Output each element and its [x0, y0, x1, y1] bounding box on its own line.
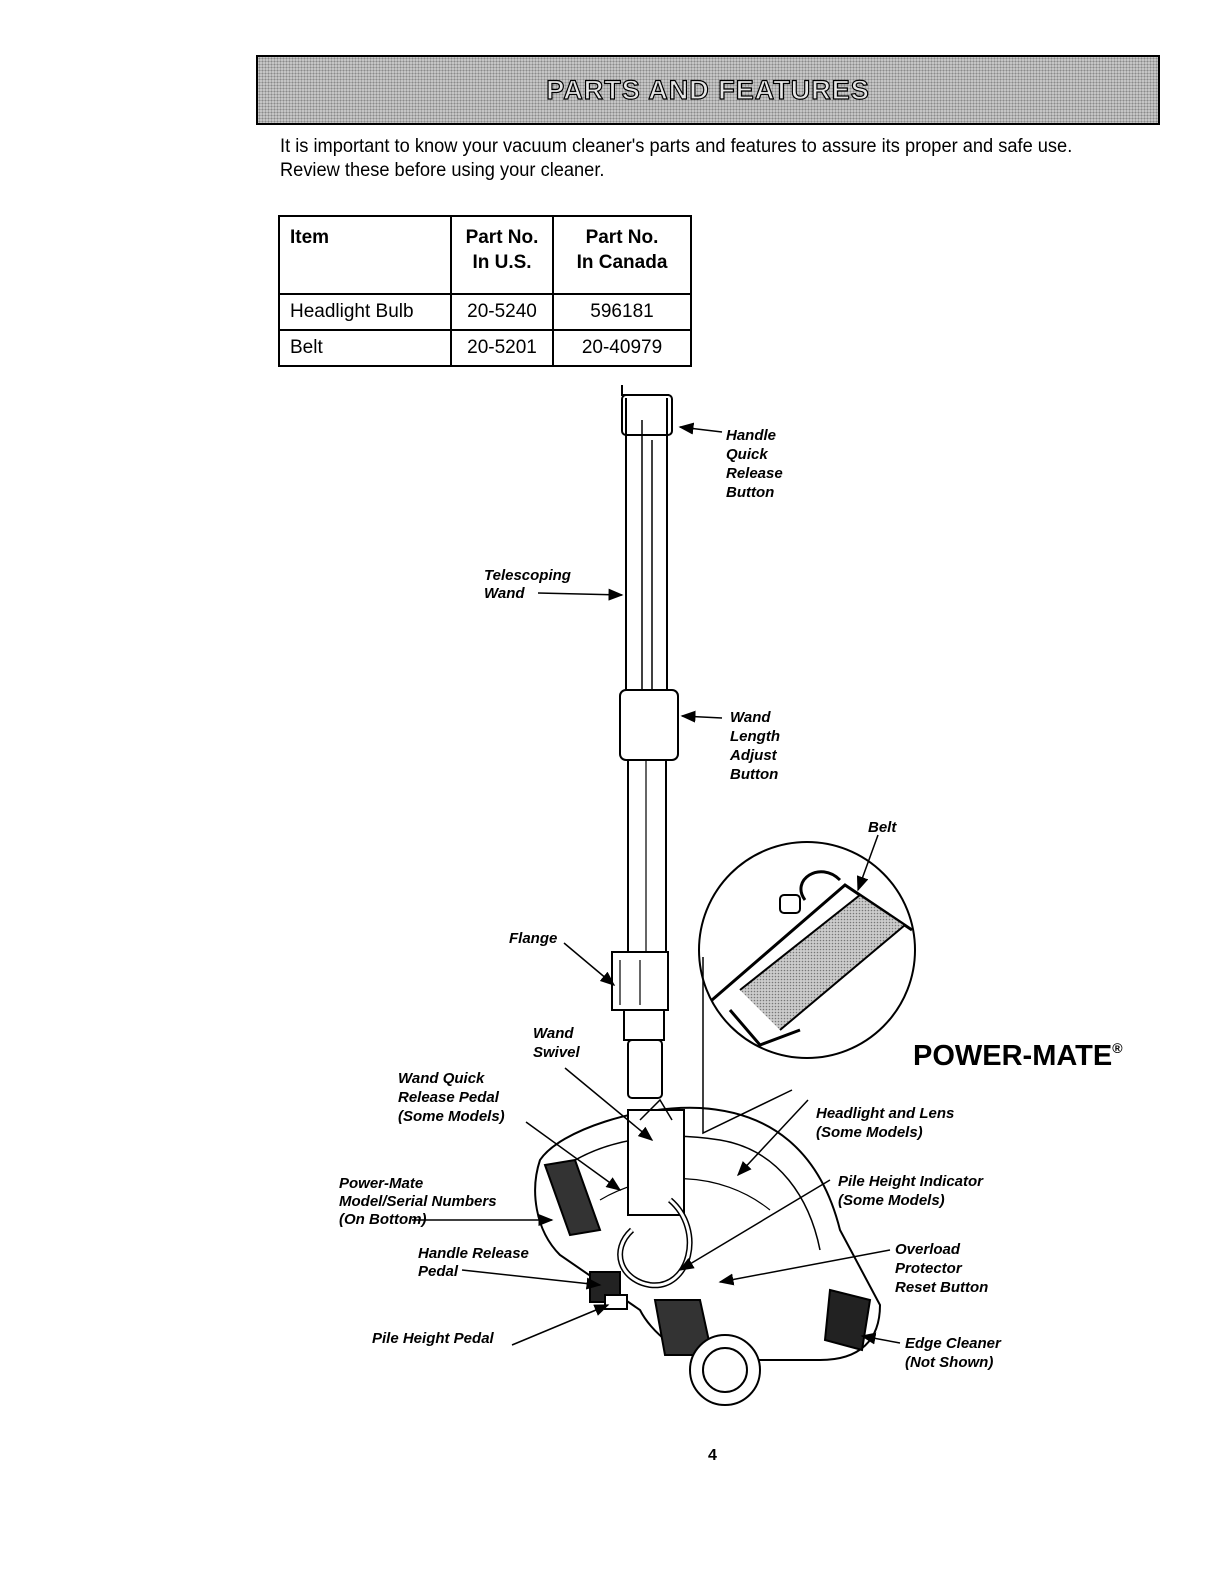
cell-part-canada: 20-40979 [552, 329, 692, 367]
power-mate-nozzle-drawing [534, 1098, 882, 1406]
section-banner: PARTS AND FEATURES [256, 55, 1160, 125]
label-wand-swivel: Wand Swivel [533, 1025, 581, 1061]
label-flange: Flange [509, 930, 557, 947]
header-item: Item [278, 215, 452, 295]
intro-paragraph: It is important to know your vacuum clea… [280, 136, 1073, 181]
label-wand-length-adjust: Wand Length Adjust Button [729, 709, 784, 783]
telescoping-wand-drawing [611, 385, 679, 1099]
cell-item: Belt [278, 329, 452, 367]
label-pile-height-pedal: Pile Height Pedal [372, 1330, 495, 1347]
label-handle-release-pedal: Handle Release Pedal [418, 1245, 533, 1280]
table-row: Belt 20-5201 20-40979 [278, 329, 692, 367]
label-belt: Belt [868, 819, 897, 836]
leader-lines [412, 422, 901, 1346]
table-header-row: Item Part No. In U.S. Part No. In Canada [278, 215, 692, 295]
table-row: Headlight Bulb 20-5240 596181 [278, 293, 692, 331]
label-headlight-lens: Headlight and Lens (Some Models) [816, 1105, 959, 1141]
header-part-us: Part No. In U.S. [450, 215, 554, 295]
label-telescoping-wand: Telescoping Wand [484, 567, 575, 602]
belt-detail-inset [698, 841, 916, 1135]
cell-part-canada: 596181 [552, 293, 692, 331]
parts-table: Item Part No. In U.S. Part No. In Canada… [278, 215, 692, 367]
header-part-canada: Part No. In Canada [552, 215, 692, 295]
page-number: 4 [708, 1447, 717, 1464]
label-wand-quick-release-pedal: Wand Quick Release Pedal (Some Models) [398, 1070, 505, 1125]
label-overload-protector: Overload Protector Reset Button [895, 1241, 988, 1296]
cell-part-us: 20-5240 [450, 293, 554, 331]
brand-power-mate: POWER-MATE® [913, 1040, 1123, 1072]
cell-part-us: 20-5201 [450, 329, 554, 367]
label-pile-height-indicator: Pile Height Indicator (Some Models) [838, 1173, 987, 1209]
label-edge-cleaner: Edge Cleaner (Not Shown) [905, 1335, 1005, 1371]
section-title: PARTS AND FEATURES [546, 74, 870, 105]
label-handle-quick-release: Handle Quick Release Button [726, 427, 787, 501]
cell-item: Headlight Bulb [278, 293, 452, 331]
label-power-mate-model-serial: Power-Mate Model/Serial Numbers (On Bott… [339, 1175, 501, 1228]
